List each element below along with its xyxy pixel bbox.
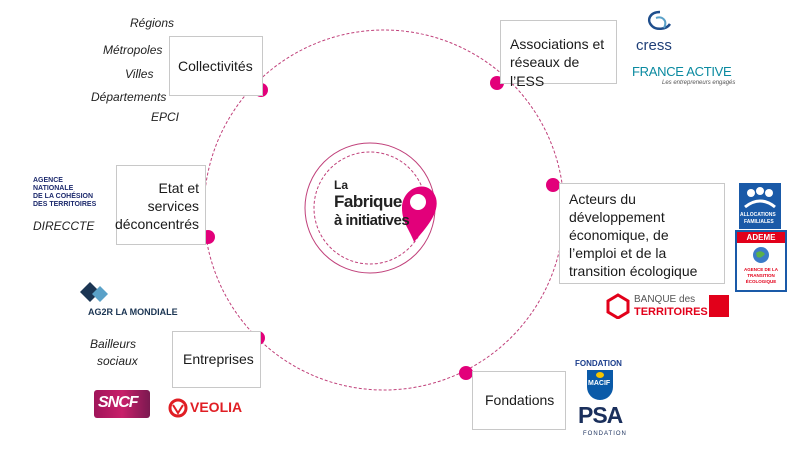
- anct-logo: AGENCE NATIONALE DE LA COHÉSION DES TERR…: [33, 177, 97, 208]
- cress-text: cress: [636, 37, 672, 54]
- franceactive-tagline: Les entrepreneurs engagés: [662, 80, 736, 86]
- collectivites-item-epci: EPCI: [151, 110, 180, 124]
- macif-logo: FONDATION MACIF: [575, 359, 631, 401]
- node-entreprises: Entreprises: [172, 331, 261, 388]
- collectivites-item-regions: Régions: [130, 16, 175, 30]
- etat-label-line3: déconcentrés: [114, 216, 199, 232]
- collectivites-item-villes: Villes: [125, 67, 154, 81]
- ademe-title: ADEME: [737, 232, 785, 243]
- etat-label-line2: services: [147, 198, 199, 214]
- caf-text-line1: ALLOCATIONS: [740, 212, 776, 218]
- macif-top: FONDATION: [575, 359, 622, 368]
- node-collectivites: Collectivités: [169, 36, 263, 96]
- bailleurs-line2: sociaux: [97, 354, 138, 368]
- ag2r-diamond-icon: [80, 282, 108, 302]
- cress-swirl-icon: [648, 10, 672, 30]
- banque-emblem: [709, 295, 729, 317]
- veolia-text: VEOLIA: [190, 399, 243, 415]
- cress-logo: cress: [634, 8, 684, 54]
- macif-text: MACIF: [588, 380, 611, 387]
- acteurs-label-line5: transition écologique: [569, 263, 698, 279]
- dot-fondations: [459, 366, 473, 380]
- acteurs-label-line3: économique, de: [569, 227, 669, 243]
- collectivites-item-departements: Départements: [91, 90, 167, 104]
- center-logo: La Fabrique à initiatives: [332, 168, 442, 248]
- ag2r-logo: AG2R LA MONDIALE: [80, 280, 190, 320]
- center-logo-line1: La: [334, 178, 349, 192]
- banque-logo: BANQUE des TERRITOIRES: [605, 293, 730, 321]
- psa-text: PSA: [578, 402, 623, 428]
- ademe-line1: AGENCE DE LA: [743, 267, 778, 272]
- psa-logo: PSA FONDATION: [578, 402, 634, 444]
- franceactive-logo: FRANCE ACTIVE Les entrepreneurs engagés: [632, 64, 742, 92]
- fondations-label: Fondations: [485, 392, 555, 408]
- caf-family-icon: [744, 187, 776, 209]
- macif-shield: MACIF: [587, 370, 613, 400]
- ademe-line3: ÉCOLOGIQUE: [745, 279, 777, 284]
- node-associations: Associations et réseaux de l’ESS: [500, 20, 617, 89]
- franceactive-text: FRANCE ACTIVE: [632, 64, 732, 79]
- entreprises-label: Entreprises: [183, 351, 254, 367]
- bailleurs-line1: Bailleurs: [90, 337, 137, 351]
- veolia-emblem-icon: [168, 398, 188, 418]
- ag2r-text: AG2R LA MONDIALE: [88, 307, 178, 317]
- center-logo-line3: à initiatives: [334, 212, 410, 229]
- banque-hexagon-icon: [606, 293, 630, 319]
- psa-sub: FONDATION: [583, 431, 627, 437]
- caf-logo: ALLOCATIONS FAMILIALES: [739, 183, 781, 229]
- location-pin-icon: [402, 186, 437, 242]
- banque-line2: TERRITOIRES: [634, 306, 708, 318]
- collectivites-item-metropoles: Métropoles: [103, 43, 163, 57]
- ademe-line2: TRANSITION: [747, 273, 775, 278]
- collectivites-label: Collectivités: [178, 58, 253, 74]
- node-etat: Etat et services déconcentrés: [114, 165, 206, 245]
- banque-line1: BANQUE des: [634, 294, 696, 305]
- globe-icon: [753, 247, 769, 263]
- acteurs-label-line2: développement: [569, 209, 665, 225]
- acteurs-label-line1: Acteurs du: [569, 191, 636, 207]
- sncf-logo: SNCF: [94, 390, 150, 418]
- etat-label-line1: Etat et: [158, 180, 199, 196]
- dot-acteurs: [546, 178, 560, 192]
- node-acteurs: Acteurs du développement économique, de …: [559, 183, 725, 284]
- sncf-text: SNCF: [98, 394, 139, 411]
- center-logo-line2: Fabrique: [334, 192, 402, 211]
- associations-label-line1: Associations et: [510, 36, 605, 52]
- acteurs-label-line4: l’emploi et de la: [569, 245, 667, 261]
- node-fondations: Fondations: [472, 371, 566, 430]
- associations-label-line2: réseaux de l’ESS: [510, 54, 580, 89]
- etat-extra-direccte: DIRECCTE: [33, 219, 95, 233]
- ademe-logo: ADEME AGENCE DE LA TRANSITION ÉCOLOGIQUE: [735, 230, 787, 292]
- caf-text-line2: FAMILIALES: [744, 219, 774, 225]
- veolia-logo: VEOLIA: [168, 396, 248, 420]
- macif-dot-icon: [596, 372, 604, 378]
